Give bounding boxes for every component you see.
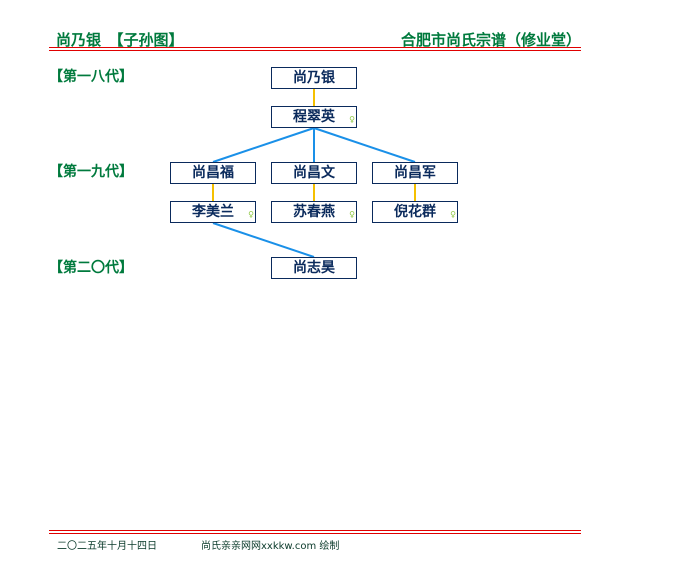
spouse-node[interactable]: 倪花群 ♀: [372, 201, 458, 223]
child-line: [212, 127, 315, 163]
spouse-node[interactable]: 苏春燕 ♀: [271, 201, 357, 223]
footer-divider: [49, 530, 581, 531]
person-name: 李美兰: [192, 204, 234, 220]
header-divider: [49, 47, 581, 48]
person-name: 尚昌福: [192, 165, 234, 181]
person-name: 程翠英: [293, 109, 335, 125]
female-icon: ♀: [248, 210, 254, 219]
female-icon: ♀: [349, 115, 355, 124]
female-icon: ♀: [450, 210, 456, 219]
footer-divider: [49, 533, 581, 534]
person-name: 倪花群: [394, 204, 436, 220]
person-name: 苏春燕: [293, 204, 335, 220]
person-name: 尚志昊: [293, 260, 335, 276]
footer-date: 二〇二五年十月十四日: [57, 541, 157, 552]
person-node[interactable]: 尚志昊: [271, 257, 357, 279]
header-divider: [49, 50, 581, 51]
spouse-node[interactable]: 程翠英 ♀: [271, 106, 357, 128]
person-name: 尚乃银: [293, 70, 335, 86]
person-node[interactable]: 尚昌军: [372, 162, 458, 184]
page-title: 尚乃银 【子孙图】: [56, 31, 184, 49]
spouse-node[interactable]: 李美兰 ♀: [170, 201, 256, 223]
person-node[interactable]: 尚昌文: [271, 162, 357, 184]
generation-label: 【第一九代】: [49, 164, 133, 180]
generation-label: 【第一八代】: [49, 69, 133, 85]
footer-credit: 尚氏亲亲网网xxkkw.com 绘制: [201, 541, 340, 552]
person-name: 尚昌文: [293, 165, 335, 181]
person-name: 尚昌军: [394, 165, 436, 181]
child-line: [313, 127, 416, 163]
child-line: [212, 222, 315, 258]
female-icon: ♀: [349, 210, 355, 219]
person-node[interactable]: 尚乃银: [271, 67, 357, 89]
generation-label: 【第二〇代】: [49, 260, 133, 276]
genealogy-title: 合肥市尚氏宗谱（修业堂）: [400, 31, 581, 49]
person-node[interactable]: 尚昌福: [170, 162, 256, 184]
